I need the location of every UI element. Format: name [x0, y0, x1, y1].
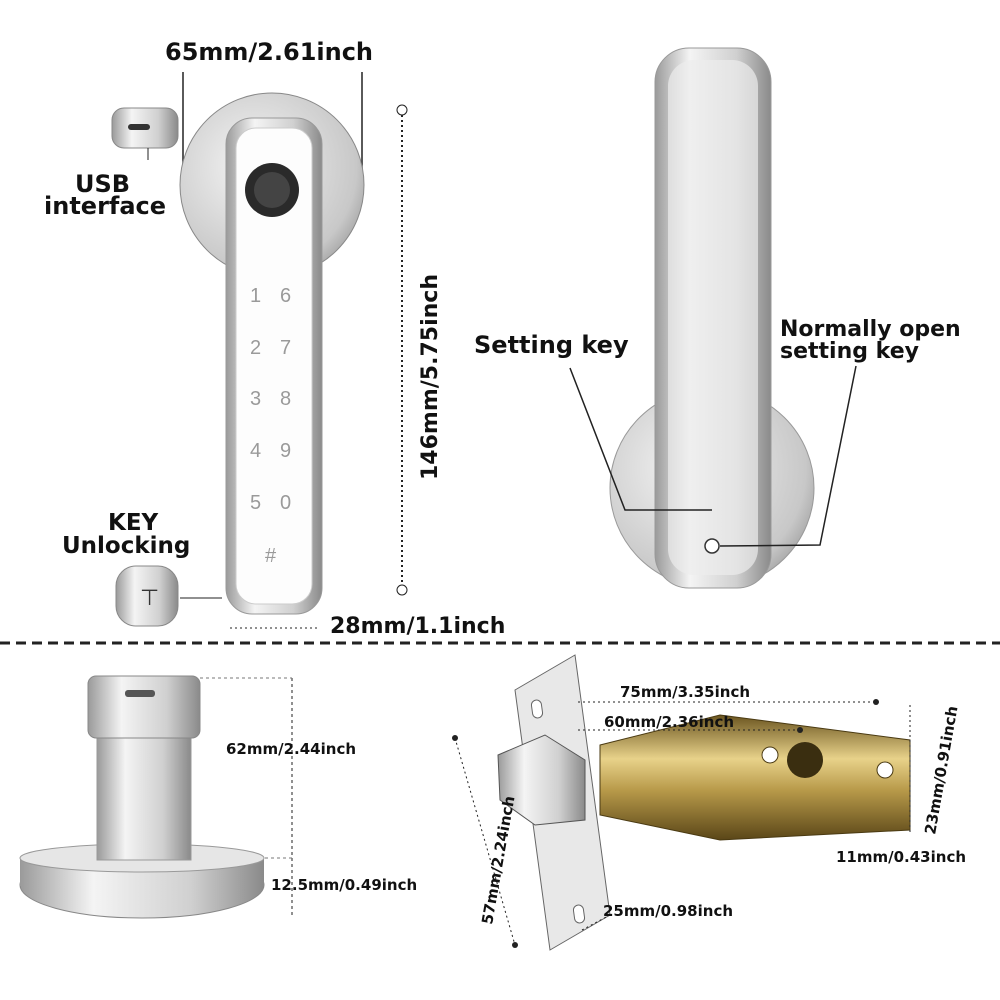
- usb-label-line1: USB: [75, 170, 130, 198]
- normally-open-line1: Normally open: [780, 317, 961, 342]
- key-4: 4: [250, 440, 261, 462]
- latch-hole: [876, 761, 894, 779]
- body-length-label: 60mm/2.36inch: [604, 713, 734, 731]
- handle-face: [235, 127, 313, 605]
- key-8: 8: [280, 388, 291, 410]
- usb-label-line2: interface: [44, 192, 166, 220]
- key-3: 3: [250, 388, 261, 410]
- usb-port-icon: [111, 107, 179, 160]
- normally-open-line2: setting key: [780, 339, 919, 364]
- plate-height-label: 57mm/2.24inch: [478, 795, 518, 926]
- diameter-label: 23mm/0.91inch: [921, 705, 961, 836]
- key-6: 6: [280, 285, 291, 307]
- knob-view: 62mm/2.44inch 12.5mm/0.49inch: [19, 675, 417, 919]
- setting-key-button: [704, 538, 720, 554]
- front-view: 65mm/2.61inch 1 6 2 7 3 8 4 9 5 0 # USB …: [44, 38, 505, 639]
- total-length-label: 75mm/3.35inch: [620, 683, 750, 701]
- latch-hole: [761, 746, 779, 764]
- screw-hole: [530, 699, 544, 719]
- dimension-endpoint: [452, 735, 458, 741]
- setting-key-label: Setting key: [474, 331, 629, 359]
- key-label-line2: Unlocking: [62, 533, 190, 559]
- dimension-endpoint: [396, 104, 408, 116]
- leader-line: [719, 365, 857, 547]
- dimension-endpoint: [512, 942, 518, 948]
- width-label: 65mm/2.61inch: [165, 38, 373, 66]
- key-1: 1: [250, 285, 261, 307]
- plate-width-label: 25mm/0.98inch: [603, 902, 733, 920]
- usb-port-icon: [125, 690, 155, 697]
- dimension-line: [581, 914, 611, 931]
- key-hash: #: [265, 545, 277, 567]
- fingerprint-inner: [254, 172, 290, 208]
- knob-cap: [87, 675, 201, 739]
- dimension-endpoint: [873, 699, 879, 705]
- knob-height-label: 62mm/2.44inch: [226, 740, 356, 758]
- dimension-endpoint: [396, 584, 408, 596]
- knob-shaft: [96, 734, 192, 861]
- svg-text:⊤: ⊤: [140, 585, 159, 610]
- key-5: 5: [250, 492, 261, 514]
- back-view: Setting key Normally open setting key: [474, 47, 961, 589]
- key-cylinder-icon: ⊤: [115, 565, 179, 627]
- knob-base-label: 12.5mm/0.49inch: [271, 876, 417, 894]
- latch-view: 75mm/3.35inch 60mm/2.36inch 23mm/0.91inc…: [452, 654, 966, 951]
- latch-bolt: [497, 734, 586, 826]
- depth-label: 28mm/1.1inch: [330, 614, 505, 639]
- bolt-label: 11mm/0.43inch: [836, 848, 966, 866]
- key-0: 0: [280, 492, 291, 514]
- key-7: 7: [280, 337, 291, 359]
- handle-face: [668, 60, 758, 575]
- spindle-hole: [787, 742, 823, 778]
- dimension-endpoint: [797, 727, 803, 733]
- key-9: 9: [280, 440, 291, 462]
- key-label-line1: KEY: [108, 510, 159, 536]
- screw-hole: [572, 904, 586, 924]
- keypad: 1 6 2 7 3 8 4 9 5 0 #: [250, 285, 291, 567]
- key-2: 2: [250, 337, 261, 359]
- dimension-line: [454, 737, 516, 946]
- height-label: 146mm/5.75inch: [418, 274, 443, 480]
- leader-line: [569, 367, 712, 511]
- latch-body: [599, 714, 911, 841]
